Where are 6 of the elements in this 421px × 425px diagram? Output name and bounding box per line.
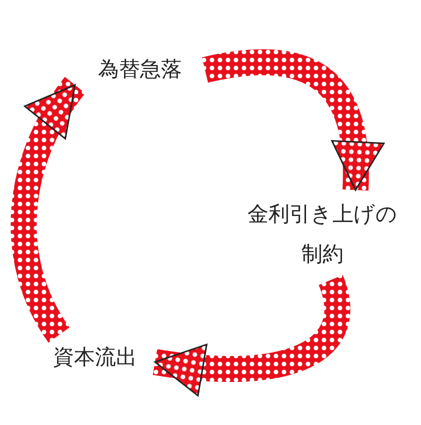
- node-label: 金利引き上げの制約: [240, 190, 405, 280]
- node-label: 資本流出: [35, 335, 155, 380]
- curved-arrow: [202, 49, 384, 191]
- curved-arrow: [153, 276, 350, 396]
- node-label: 為替急落: [75, 45, 205, 95]
- curved-arrow: [10, 77, 86, 342]
